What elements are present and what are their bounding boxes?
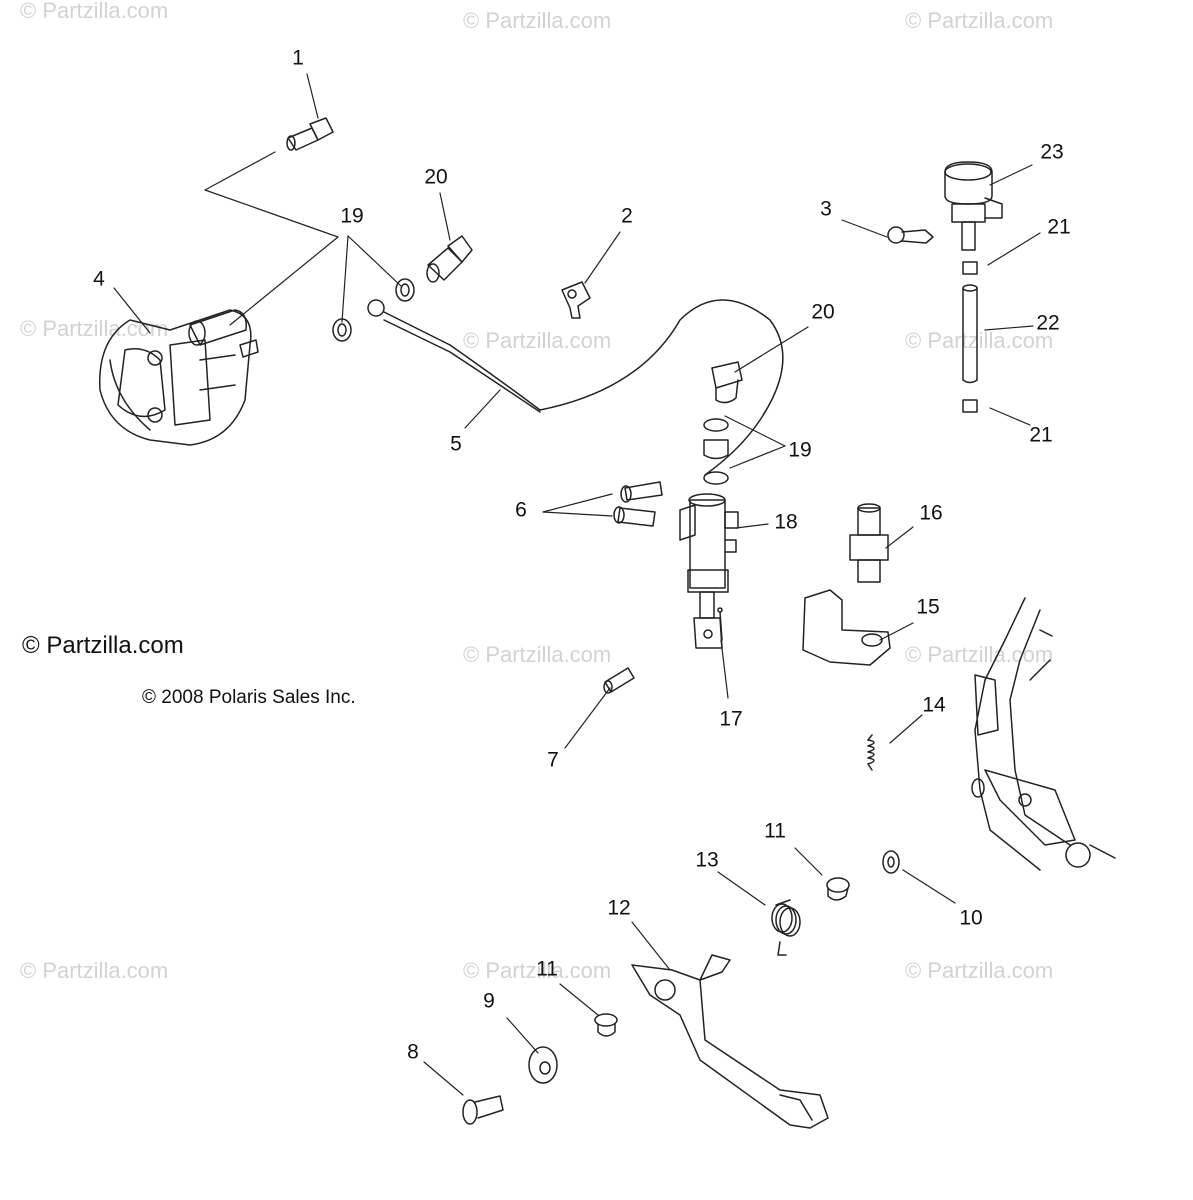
bracket-2-drawing xyxy=(561,281,591,319)
callout-6[interactable]: 6 xyxy=(515,498,527,522)
spring-14-drawing xyxy=(867,734,875,771)
screw-3-drawing xyxy=(887,226,934,244)
callout-21a[interactable]: 21 xyxy=(1047,215,1071,239)
clamp-21a-drawing xyxy=(962,261,978,275)
watermark: © Partzilla.com xyxy=(20,0,169,23)
watermark: © Partzilla.com xyxy=(905,958,1054,983)
callout-1[interactable]: 1 xyxy=(292,46,304,70)
spacer-drawing xyxy=(703,439,729,460)
watermark: © Partzilla.com xyxy=(463,328,612,353)
bolt-1-drawing xyxy=(286,117,334,151)
callout-9[interactable]: 9 xyxy=(483,989,495,1013)
brake-pedal-12-drawing xyxy=(631,954,829,1129)
watermark: © Partzilla.com xyxy=(905,328,1054,353)
watermark: © Partzilla.com xyxy=(905,8,1054,33)
callout-19b[interactable]: 19 xyxy=(788,438,812,462)
callout-14[interactable]: 14 xyxy=(922,693,946,717)
master-cylinder-18-drawing xyxy=(679,493,739,649)
callout-19a[interactable]: 19 xyxy=(340,204,364,228)
cotter-pin-17-drawing xyxy=(717,607,723,641)
watermark: © Partzilla.com xyxy=(463,642,612,667)
bushing-11a-drawing xyxy=(826,877,850,901)
leader-lines xyxy=(113,73,1041,1096)
brake-line-5-drawing xyxy=(367,299,784,476)
callout-7[interactable]: 7 xyxy=(547,748,559,772)
watermark: © Partzilla.com xyxy=(20,958,169,983)
hose-22-drawing xyxy=(962,284,978,384)
callout-17[interactable]: 17 xyxy=(719,707,743,731)
callout-16[interactable]: 16 xyxy=(919,501,943,525)
caliper-4-drawing xyxy=(99,309,259,446)
brand-text: © Partzilla.com xyxy=(22,632,184,659)
callout-11b[interactable]: 11 xyxy=(536,957,558,981)
callout-21b[interactable]: 21 xyxy=(1029,423,1053,447)
callout-20a[interactable]: 20 xyxy=(424,165,448,189)
washer-9-drawing xyxy=(528,1046,558,1084)
callout-15[interactable]: 15 xyxy=(916,595,940,619)
callout-10[interactable]: 10 xyxy=(959,906,983,930)
washer-19d-drawing xyxy=(703,471,729,485)
watermark: © Partzilla.com xyxy=(905,642,1054,667)
clamp-21b-drawing xyxy=(962,399,978,413)
washer-10-drawing xyxy=(882,850,900,874)
callout-2[interactable]: 2 xyxy=(621,204,633,228)
callout-5[interactable]: 5 xyxy=(450,432,462,456)
banjo-bolt-20b-drawing xyxy=(711,361,743,404)
bracket-15-drawing xyxy=(802,589,891,666)
watermark: © Partzilla.com xyxy=(463,958,612,983)
callout-8[interactable]: 8 xyxy=(407,1040,419,1064)
spring-13-drawing xyxy=(771,899,801,956)
callout-13[interactable]: 13 xyxy=(695,848,719,872)
switch-16-drawing xyxy=(849,503,889,583)
callout-12[interactable]: 12 xyxy=(607,896,631,920)
callout-3[interactable]: 3 xyxy=(820,197,832,221)
banjo-bolt-20a-drawing xyxy=(426,235,473,283)
reservoir-23-drawing xyxy=(944,161,1003,251)
callout-11a[interactable]: 11 xyxy=(764,819,786,843)
bolts-6-drawing xyxy=(613,481,663,527)
washer-19b-drawing xyxy=(332,318,352,342)
copyright-text: © 2008 Polaris Sales Inc. xyxy=(142,687,356,708)
washer-19c-drawing xyxy=(703,418,729,432)
callout-20b[interactable]: 20 xyxy=(811,300,835,324)
washer-19a-drawing xyxy=(395,278,415,302)
callout-4[interactable]: 4 xyxy=(93,267,105,291)
callout-23[interactable]: 23 xyxy=(1040,140,1064,164)
callout-18[interactable]: 18 xyxy=(774,510,798,534)
callout-22[interactable]: 22 xyxy=(1036,311,1060,335)
watermark: © Partzilla.com xyxy=(20,316,169,341)
watermark: © Partzilla.com xyxy=(463,8,612,33)
bushing-11b-drawing xyxy=(594,1013,618,1037)
pivot-bolt-8-drawing xyxy=(462,1095,504,1125)
pin-7-drawing xyxy=(603,667,635,694)
frame-drawing xyxy=(971,597,1116,871)
